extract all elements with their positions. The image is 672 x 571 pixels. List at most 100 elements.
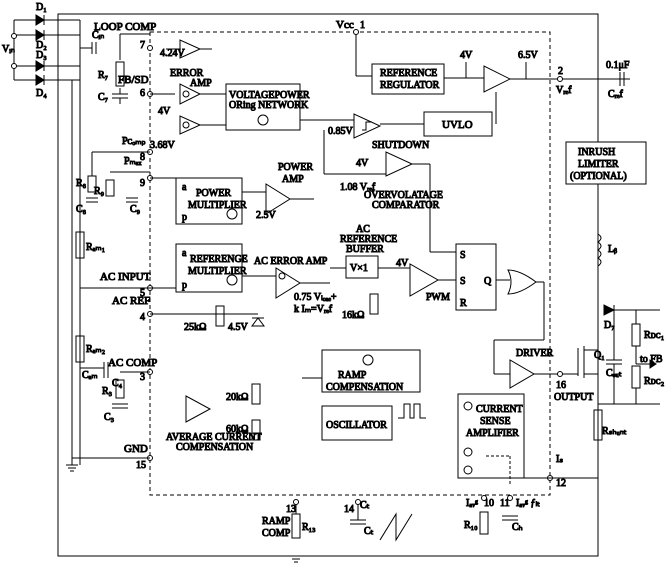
- ground-symbol: [66, 465, 78, 471]
- cin-label: Cᵢₙ: [92, 30, 104, 41]
- vcc-label: Vcc: [336, 19, 354, 31]
- power-mult-label-2: MULTIPLIER: [188, 200, 247, 211]
- pin5-label: 5: [140, 288, 145, 299]
- ovp-label-1: OVERVOLATAGE: [364, 190, 443, 201]
- pin1-label: 1: [360, 20, 365, 31]
- d4-label: D₄: [36, 88, 47, 99]
- ch-label: Cₕ: [512, 522, 523, 533]
- rdc2-label: Rᴅᴄ₂: [644, 376, 664, 387]
- ramp-compensation-block: [322, 350, 420, 392]
- v45-label: 4.5V: [228, 322, 249, 333]
- error-amp-3: [180, 116, 200, 134]
- loop-comp-label: LOOP COMP: [94, 21, 156, 33]
- vx1-buffer: [346, 256, 378, 278]
- d2-label: D₂: [36, 40, 47, 51]
- v65-label: 6.5V: [518, 50, 539, 61]
- rdc1-label: Rᴅᴄ₁: [644, 330, 664, 341]
- ac-ref-buffer-label-2: REFERENCE: [340, 234, 397, 245]
- ac-comp-label: AC COMP: [108, 357, 157, 369]
- c4-label: C₄: [112, 378, 123, 389]
- v4b-label: 4V: [460, 50, 473, 61]
- iavg-label: Iₐᵥᵍ: [466, 498, 478, 509]
- ac-ref-label: AC REF: [112, 295, 150, 307]
- pin10-label: 10: [484, 498, 494, 509]
- overvoltage-comparator: [386, 152, 412, 176]
- vx1-label: V×1: [350, 263, 368, 274]
- ramp-comp-pin-label-2: COMP: [262, 528, 291, 539]
- ac-error-amp-label: AC ERROR AMP: [254, 256, 328, 267]
- r7-label: R₇: [98, 70, 108, 81]
- pin15-label: 15: [136, 460, 146, 471]
- sr-s1: S: [460, 250, 466, 261]
- oscillator-block: [322, 406, 392, 440]
- current-sense-amp-block: [458, 394, 524, 478]
- d1-label: D₁: [36, 2, 47, 13]
- ic-boundary: [150, 32, 550, 495]
- inrush-label-2: LIMITER: [578, 159, 619, 170]
- is-label: Iₛ: [556, 454, 563, 465]
- average-current-amp: [186, 396, 210, 422]
- power-multiplier-block: [176, 178, 242, 224]
- output-label: OUTPUT: [554, 392, 593, 403]
- r20k-label: 20kΩ: [226, 392, 248, 403]
- ac-ref-buffer-label-3: BUFFER: [346, 244, 384, 255]
- c3-label: C₃: [104, 412, 114, 423]
- inrush-limiter-block: [566, 142, 646, 184]
- inrush-label-1: INRUSH: [578, 147, 615, 158]
- v108-label: 1.08 Vᵣₑf: [340, 182, 376, 193]
- rac1-label: Rₐₘ₁: [86, 242, 105, 253]
- pwm-comparator: [410, 264, 438, 296]
- reference-multiplier-block: [176, 244, 242, 292]
- sr-r: R: [460, 298, 467, 309]
- pcomp-label: Pᴄₒₘₚ: [122, 136, 146, 147]
- r25k-label: 25kΩ: [184, 322, 206, 333]
- pin8-label: 8: [140, 152, 145, 163]
- csa-label-1: CURRENT: [476, 404, 523, 415]
- error-amp-2: [180, 84, 200, 104]
- power-amp-label-2: AMP: [282, 174, 304, 185]
- rshunt-label: Rₛₕᵤₙₜ: [602, 426, 627, 437]
- fbsd-label: FB/SD: [118, 74, 149, 86]
- r10-label: R₁₀: [464, 520, 478, 531]
- pwm-label: PWM: [426, 292, 450, 303]
- csa-label-2: SENSE: [480, 416, 511, 427]
- power-mult-label-1: POWER: [196, 188, 231, 199]
- cref-label: Cᵣₑf: [608, 89, 624, 100]
- driver-label: DRIVER: [516, 348, 554, 359]
- v25-label: 2.5V: [256, 210, 277, 221]
- voltage-power-label: VOLTAGEPOWER: [229, 90, 310, 101]
- sawtooth-icon: [380, 514, 412, 540]
- reference-regulator-block: [372, 64, 444, 94]
- error-amp-label-2: AMP: [190, 78, 212, 89]
- uvlo-label: UVLO: [442, 119, 473, 131]
- iavg-flt-label: Iₐᵥᵍ ƒₗₜ: [516, 498, 540, 509]
- bridge-rectifier: [12, 15, 81, 85]
- oscillator-label: OSCILLATOR: [326, 420, 387, 431]
- ac-input-label: AC INPUT: [100, 271, 151, 283]
- error-amp-label-1: ERROR: [170, 68, 204, 79]
- ref-mult-label-1: REFERENGE: [190, 254, 248, 265]
- vin-label: Vᵢₙ: [2, 44, 15, 55]
- ref-reg-label-1: REFERENCE: [380, 68, 437, 79]
- voltage-power-oring-block: [226, 84, 300, 130]
- a2-label: a: [182, 248, 187, 259]
- c01-label: 0.1μF: [606, 60, 630, 71]
- rac2-label: Rₐₘ₂: [86, 344, 105, 355]
- r8-label: R₈: [76, 178, 87, 189]
- square-wave-icon: [398, 404, 426, 418]
- ramp-comp-label-1: RAMP: [338, 370, 367, 381]
- to-fb-label: to FB: [640, 354, 663, 365]
- ramp-comp-pin-label-1: RAMP: [262, 516, 291, 527]
- csa-label-3: AMPLIFIER: [466, 428, 519, 439]
- ac-ref-buffer-label-1: AC: [356, 224, 370, 235]
- pmax-label: Pₘₐₓ: [124, 156, 142, 167]
- ref-mult-label-2: MULTIPLIER: [188, 266, 247, 277]
- p-label: p: [182, 212, 187, 223]
- pin3-label: 3: [140, 372, 145, 383]
- pin12-label: 12: [556, 478, 566, 489]
- v4a-label: 4V: [158, 106, 171, 117]
- v4d-label: 4V: [396, 258, 409, 269]
- d7-label: D₇: [604, 320, 615, 331]
- driver-buffer: [510, 360, 534, 388]
- r16k-label: 16kΩ: [342, 310, 364, 321]
